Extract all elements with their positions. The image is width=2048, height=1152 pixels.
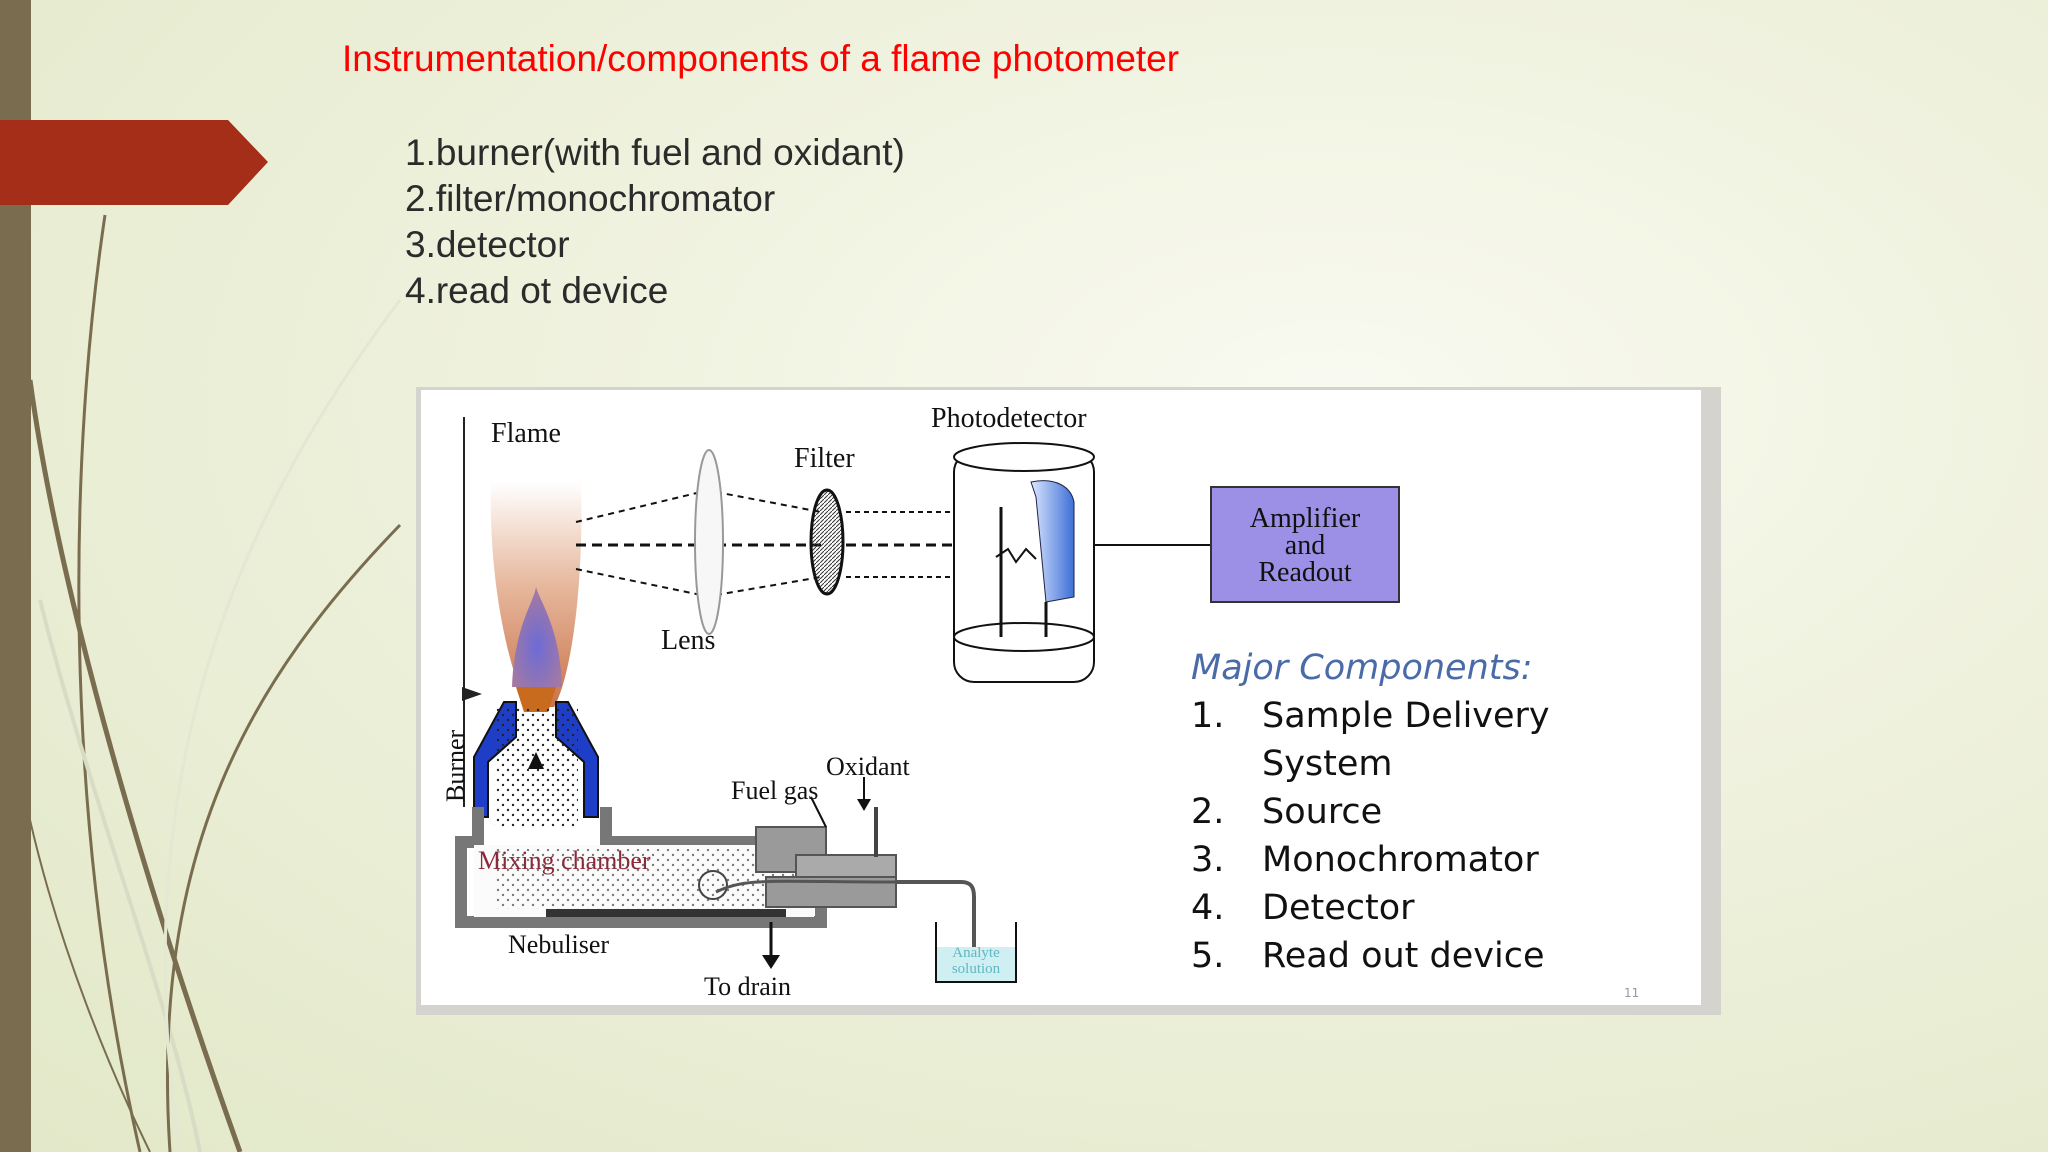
nebuliser-ball [698,870,728,900]
component-number: 1. [1191,696,1224,736]
mixing-chamber-aerosol [496,849,796,909]
photodetector-top [953,442,1095,472]
flame-photometer-figure: Flame Filter Photodetector Lens Amplifie… [416,387,1721,1015]
flame-photometer-diagram: Flame Filter Photodetector Lens Amplifie… [421,390,1701,1005]
light-ray-top-2 [715,491,822,513]
analyte-label-2: solution [952,961,1001,977]
component-number: 2. [1191,792,1224,832]
component-list: 1.burner(with fuel and oxidant) 2.filter… [405,130,905,314]
component-name: System [1262,744,1393,784]
component-number: 4. [1191,888,1224,928]
amplifier-box [1210,486,1400,603]
list-item: 3.detector [405,224,570,265]
lens-icon [694,449,724,635]
flow-up-arrow-icon [528,752,544,769]
component-name: Monochromator [1262,840,1539,880]
page-number: 11 [1624,986,1639,1000]
nebuliser-deposit [546,909,786,917]
fuel-gas-label: Fuel gas [731,776,818,805]
photodetector-label: Photodetector [931,403,1087,434]
analyte-tube [896,880,976,967]
analyte-beaker [935,922,1017,983]
nebuliser-label: Nebuliser [508,930,609,959]
component-name: Read out device [1262,936,1544,976]
analyte-liquid [937,947,1015,981]
major-components-heading: Major Components: [1191,648,1533,688]
drain-arrow-icon [762,955,780,969]
component-name: Detector [1262,888,1415,928]
component-name: Source [1262,792,1382,832]
list-item: 4.read ot device [405,270,669,311]
component-name: Sample Delivery [1262,696,1550,736]
component-number: 5. [1191,936,1224,976]
amplifier-label-2: and [1285,530,1325,561]
to-drain-label: To drain [704,972,791,1001]
list-item: 1.burner(with fuel and oxidant) [405,132,905,173]
photon-wave-icon [995,547,1037,564]
fuel-gas-pointer [810,796,827,828]
photocathode-icon [1030,480,1075,603]
filter-icon [809,488,845,596]
component-number: 3. [1191,840,1224,880]
arrow-flag [0,120,268,205]
mixing-chamber-label: Mixing chamber [478,846,651,875]
burner-label: Burner [441,729,470,802]
mixing-chamber-walls [455,807,827,928]
burner-pointer-icon [462,687,482,701]
analyte-label-1: Analyte [952,945,1000,961]
amplifier-label-3: Readout [1258,557,1352,588]
list-item: 2.filter/monochromator [405,178,776,219]
oxidant-arrow-icon [857,799,871,811]
lens-label: Lens [661,625,715,656]
oxidant-label: Oxidant [826,752,911,781]
slide-title: Instrumentation/components of a flame ph… [342,38,1180,79]
filter-label: Filter [794,443,855,474]
inner-flame-shape [512,587,562,687]
flame-base-shape [516,687,556,712]
photodetector-ring [953,622,1095,652]
oxidant-nozzle [795,854,897,878]
decorative-curves [27,214,402,1152]
light-ray-bottom-2 [715,576,822,596]
major-components-list: 1. Sample Delivery System 2. Source 3. M… [1191,696,1550,976]
capillary-tube [715,879,897,894]
flame-label: Flame [491,418,561,449]
amplifier-label-1: Amplifier [1250,503,1361,534]
